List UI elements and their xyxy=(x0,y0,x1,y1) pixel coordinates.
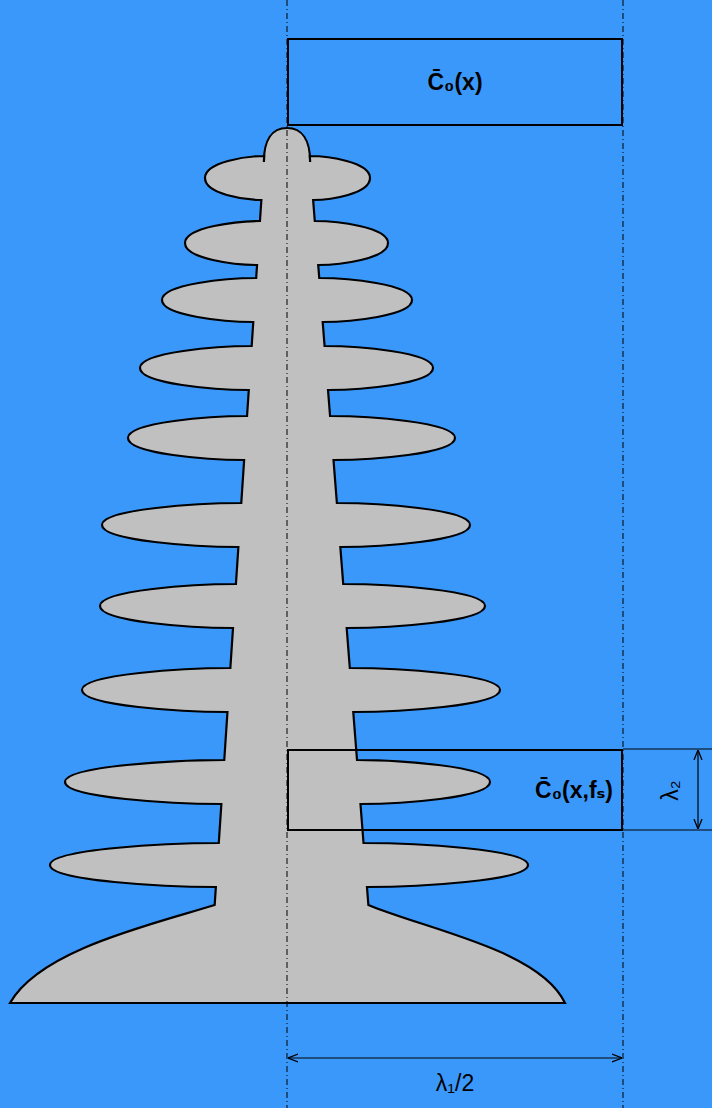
capacitance-box: C̄₀(x) xyxy=(287,38,623,126)
axis-line xyxy=(287,0,288,1108)
capacitance-label: C̄₀(x,fₛ) xyxy=(535,777,613,804)
boundary-line xyxy=(623,0,624,1108)
dimension-label: λ₂ xyxy=(657,780,684,800)
extension-line xyxy=(623,749,712,750)
capacitance-box: C̄₀(x,fₛ) xyxy=(287,749,623,831)
dimension-label: λ₁/2 xyxy=(436,1070,474,1097)
dimension-arrow xyxy=(697,750,698,829)
extension-line xyxy=(623,830,712,831)
dimension-arrow xyxy=(288,1057,622,1058)
capacitance-label: C̄₀(x) xyxy=(427,69,482,96)
